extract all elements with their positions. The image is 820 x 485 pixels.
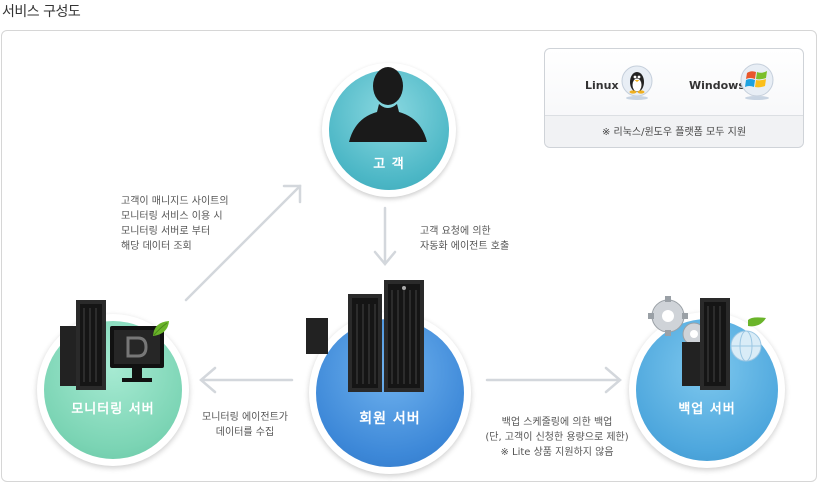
- server-rack-icon: [306, 280, 424, 392]
- backup-server-label: 백업 서버: [678, 402, 736, 417]
- globe-icon: [730, 317, 766, 362]
- monitor-icon: [60, 300, 164, 390]
- person-silhouette-icon: [349, 67, 427, 142]
- platform-note: ※ 리눅스/윈도우 플랫폼 모두 지원: [601, 127, 747, 138]
- customer-label: 고 객: [373, 157, 405, 172]
- note-backup: 백업 스케줄링에 의한 백업 (단, 고객이 신청한 용량으로 제한) ※ Li…: [485, 417, 629, 458]
- arrow-monitoring-to-customer: [184, 184, 302, 302]
- monitoring-server-label: 모니터링 서버: [71, 402, 155, 417]
- windows-logo-icon: [740, 63, 774, 100]
- page-title: 서비스 구성도: [2, 4, 81, 20]
- gear-icon: [648, 296, 730, 390]
- note-collect: 모니터링 에이전트가 데이터를 수집: [202, 412, 288, 438]
- linux-penguin-icon: [621, 65, 653, 100]
- note-customer-view: 고객이 매니지드 사이트의 모니터링 서비스 이용 시 모니터링 서버로 부터 …: [121, 196, 229, 252]
- member-server-label: 회원 서버: [359, 411, 421, 427]
- leaf-icon: [153, 321, 169, 336]
- note-agent-call: 고객 요청에 의한 자동화 에이전트 호출: [420, 226, 510, 252]
- linux-label: Linux: [585, 79, 619, 92]
- platform-support-box: Linux Windows ※ 리눅스/윈도우 플랫폼 모두 지원: [544, 48, 804, 148]
- windows-label: Windows: [689, 79, 745, 92]
